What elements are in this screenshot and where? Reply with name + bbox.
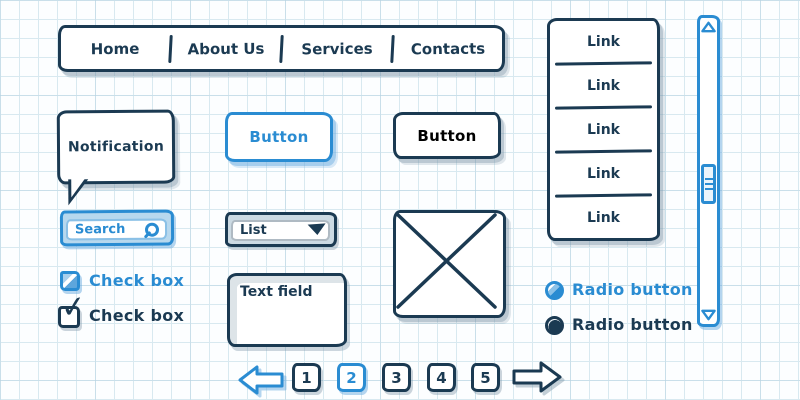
- checkmark-icon: ✓: [59, 288, 88, 327]
- notification-tail-fill: [71, 178, 86, 198]
- scrollbar[interactable]: [697, 15, 720, 327]
- image-placeholder: [393, 210, 506, 318]
- secondary-button[interactable]: Button: [393, 112, 501, 159]
- navbar: Home About Us Services Contacts: [58, 25, 505, 72]
- search-icon[interactable]: [143, 222, 160, 239]
- scroll-thumb-grip-icon: [704, 177, 713, 191]
- search-box[interactable]: Search: [59, 209, 175, 247]
- page-button-2-active[interactable]: 2: [337, 363, 366, 392]
- nav-item-home[interactable]: Home: [90, 39, 140, 58]
- checkbox-label: Check box: [89, 306, 185, 325]
- radio-selected[interactable]: [545, 316, 564, 335]
- list-dropdown[interactable]: List: [225, 212, 337, 247]
- notification-label: Notification: [67, 138, 165, 156]
- list-dropdown-value: List: [231, 220, 330, 241]
- link-list: Link Link Link Link Link: [547, 18, 660, 241]
- link-item[interactable]: Link: [587, 165, 620, 182]
- prev-page-icon[interactable]: [237, 364, 285, 396]
- next-page-icon[interactable]: [511, 360, 563, 394]
- link-item[interactable]: Link: [587, 77, 620, 94]
- radio-label: Radio button: [572, 315, 693, 334]
- nav-item-services[interactable]: Services: [301, 39, 373, 58]
- scrollbar-thumb[interactable]: [701, 164, 716, 204]
- nav-item-about-us[interactable]: About Us: [187, 39, 265, 58]
- text-field[interactable]: Text field: [227, 273, 347, 347]
- search-input[interactable]: Search: [65, 218, 168, 241]
- primary-button[interactable]: Button: [225, 112, 333, 162]
- search-value: Search: [74, 221, 126, 238]
- image-x-icon: [396, 213, 497, 309]
- radio-unselected[interactable]: [545, 281, 564, 300]
- text-field-label: Text field: [240, 284, 313, 300]
- link-item[interactable]: Link: [587, 209, 620, 226]
- radio-label: Radio button: [572, 280, 693, 299]
- page-button-5[interactable]: 5: [471, 363, 500, 392]
- checkbox-checked[interactable]: ✓: [58, 289, 88, 328]
- page-button-3[interactable]: 3: [382, 363, 411, 392]
- notification-bubble: Notification: [56, 109, 176, 206]
- link-item[interactable]: Link: [587, 121, 620, 138]
- scroll-up-icon[interactable]: [701, 21, 716, 33]
- page-button-4[interactable]: 4: [427, 363, 456, 392]
- checkbox-label: Check box: [89, 271, 185, 290]
- checkbox-unchecked[interactable]: [60, 271, 80, 291]
- dropdown-arrow-icon: [307, 223, 327, 236]
- nav-item-contacts[interactable]: Contacts: [410, 39, 486, 58]
- link-item[interactable]: Link: [587, 33, 620, 50]
- scroll-down-icon[interactable]: [701, 309, 716, 321]
- page-button-1[interactable]: 1: [292, 363, 321, 392]
